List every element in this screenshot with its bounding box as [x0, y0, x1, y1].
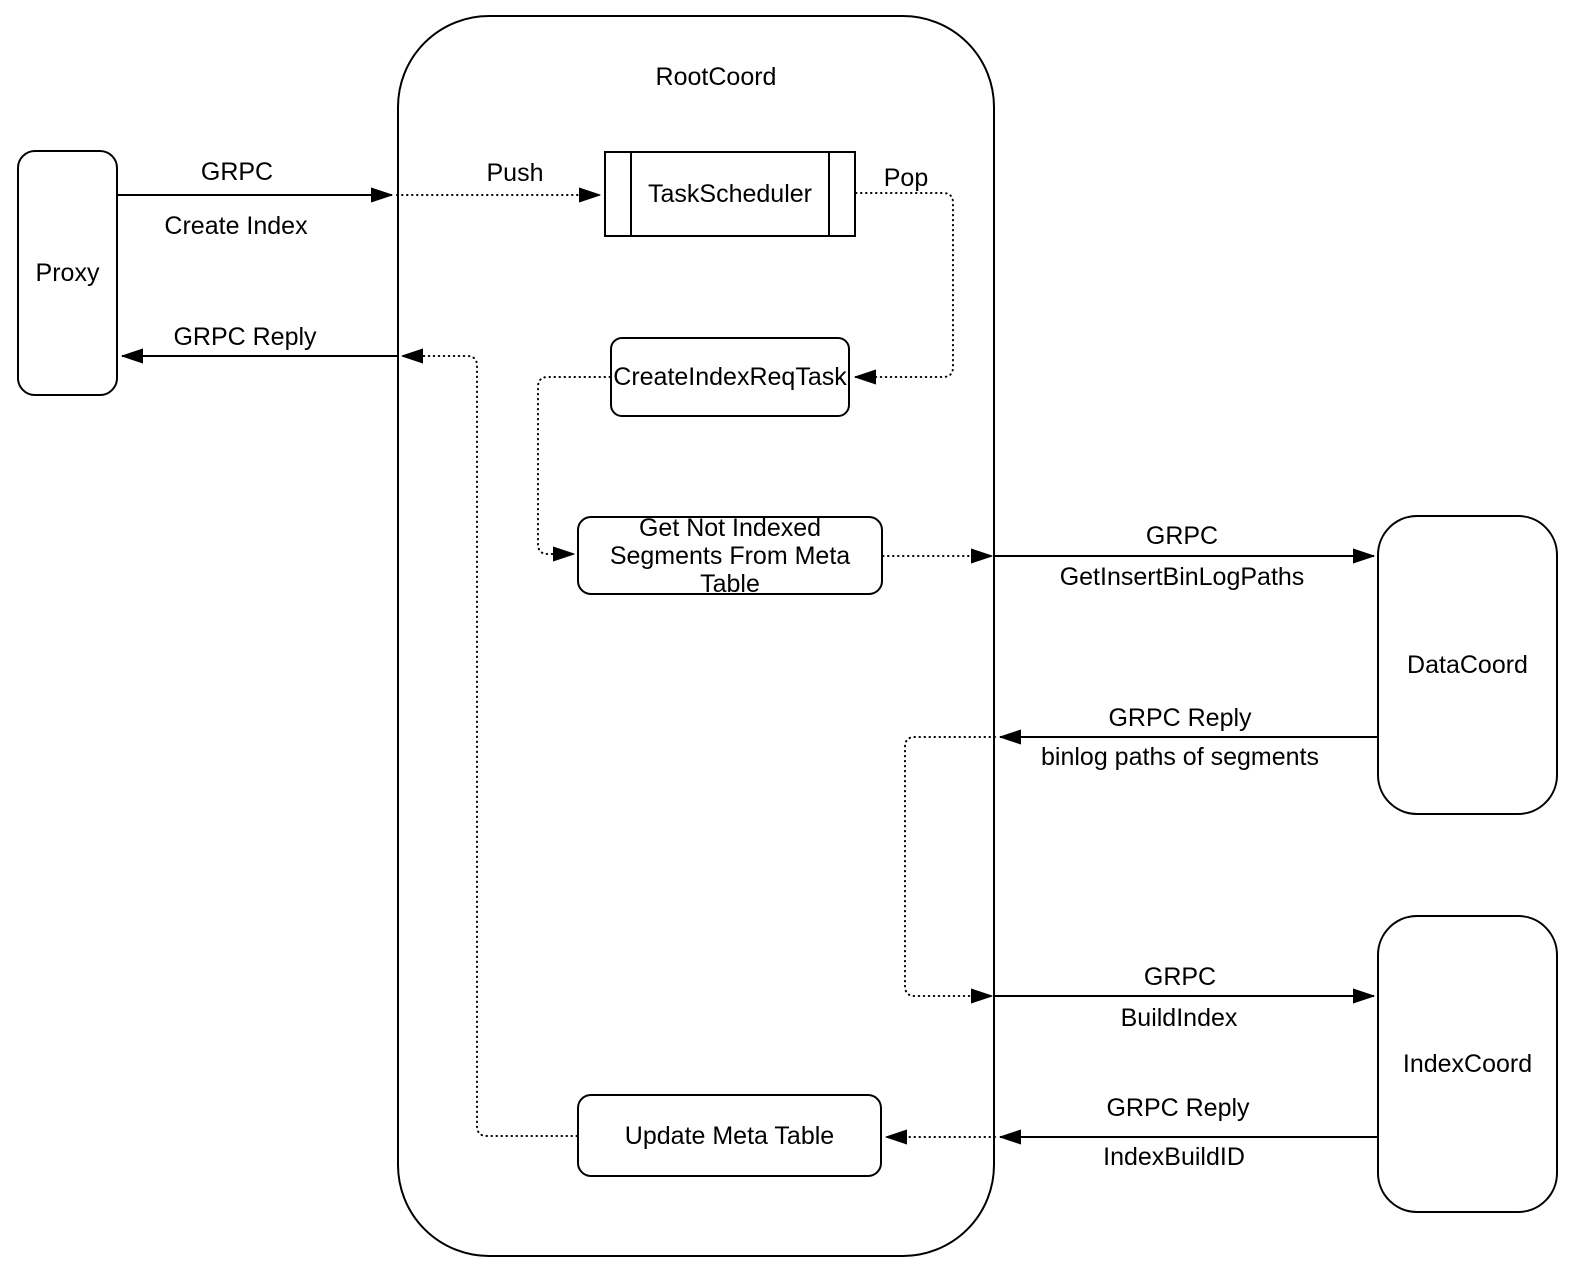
node-proxy-label: Proxy [35, 259, 100, 287]
node-create-index-req-task: CreateIndexReqTask [610, 337, 850, 417]
edge-label-binlog-reply-message: binlog paths of segments [1041, 743, 1319, 771]
node-data-coord-label: DataCoord [1407, 651, 1528, 679]
node-update-meta-table-label: Update Meta Table [624, 1121, 835, 1150]
task-scheduler-left-bar-icon [630, 153, 632, 235]
edge-label-getinsertbinlogpaths-message: GetInsertBinLogPaths [1059, 563, 1305, 591]
node-create-index-req-task-label: CreateIndexReqTask [613, 363, 847, 391]
edge-label-grpc-create-index-protocol: GRPC [200, 158, 274, 186]
edge-update-meta-to-reply [401, 356, 578, 1137]
node-update-meta-table: Update Meta Table [577, 1094, 882, 1177]
task-scheduler-right-bar-icon [828, 153, 830, 235]
node-proxy: Proxy [17, 150, 118, 396]
edge-reqtask-to-get-segments [537, 376, 611, 554]
node-task-scheduler-label: TaskScheduler [648, 180, 812, 208]
edge-label-grpc-reply-to-proxy: GRPC Reply [173, 323, 317, 351]
edge-label-grpc-create-index-message: Create Index [164, 212, 308, 240]
node-get-not-indexed-segments: Get Not Indexed Segments From Meta Table [577, 513, 883, 598]
edge-label-buildindex-protocol: GRPC [1143, 963, 1217, 991]
edge-label-pop: Pop [883, 164, 929, 192]
edge-pop [854, 192, 954, 377]
node-index-coord: IndexCoord [1377, 915, 1558, 1213]
node-data-coord: DataCoord [1377, 515, 1558, 815]
edge-label-buildindex-message: BuildIndex [1120, 1004, 1238, 1032]
edge-label-push: Push [486, 159, 544, 187]
edge-label-indexbuildid-protocol: GRPC Reply [1106, 1094, 1250, 1122]
node-task-scheduler: TaskScheduler [604, 151, 856, 237]
rootcoord-title: RootCoord [655, 63, 777, 91]
edge-binlog-to-buildindex [904, 736, 996, 996]
edge-label-binlog-reply-protocol: GRPC Reply [1108, 704, 1252, 732]
node-get-not-indexed-segments-label: Get Not Indexed Segments From Meta Table [609, 513, 851, 598]
edge-label-indexbuildid-message: IndexBuildID [1103, 1143, 1245, 1171]
edge-label-getinsertbinlogpaths-protocol: GRPC [1145, 522, 1219, 550]
rootcoord-container [397, 15, 995, 1257]
node-index-coord-label: IndexCoord [1402, 1050, 1533, 1078]
